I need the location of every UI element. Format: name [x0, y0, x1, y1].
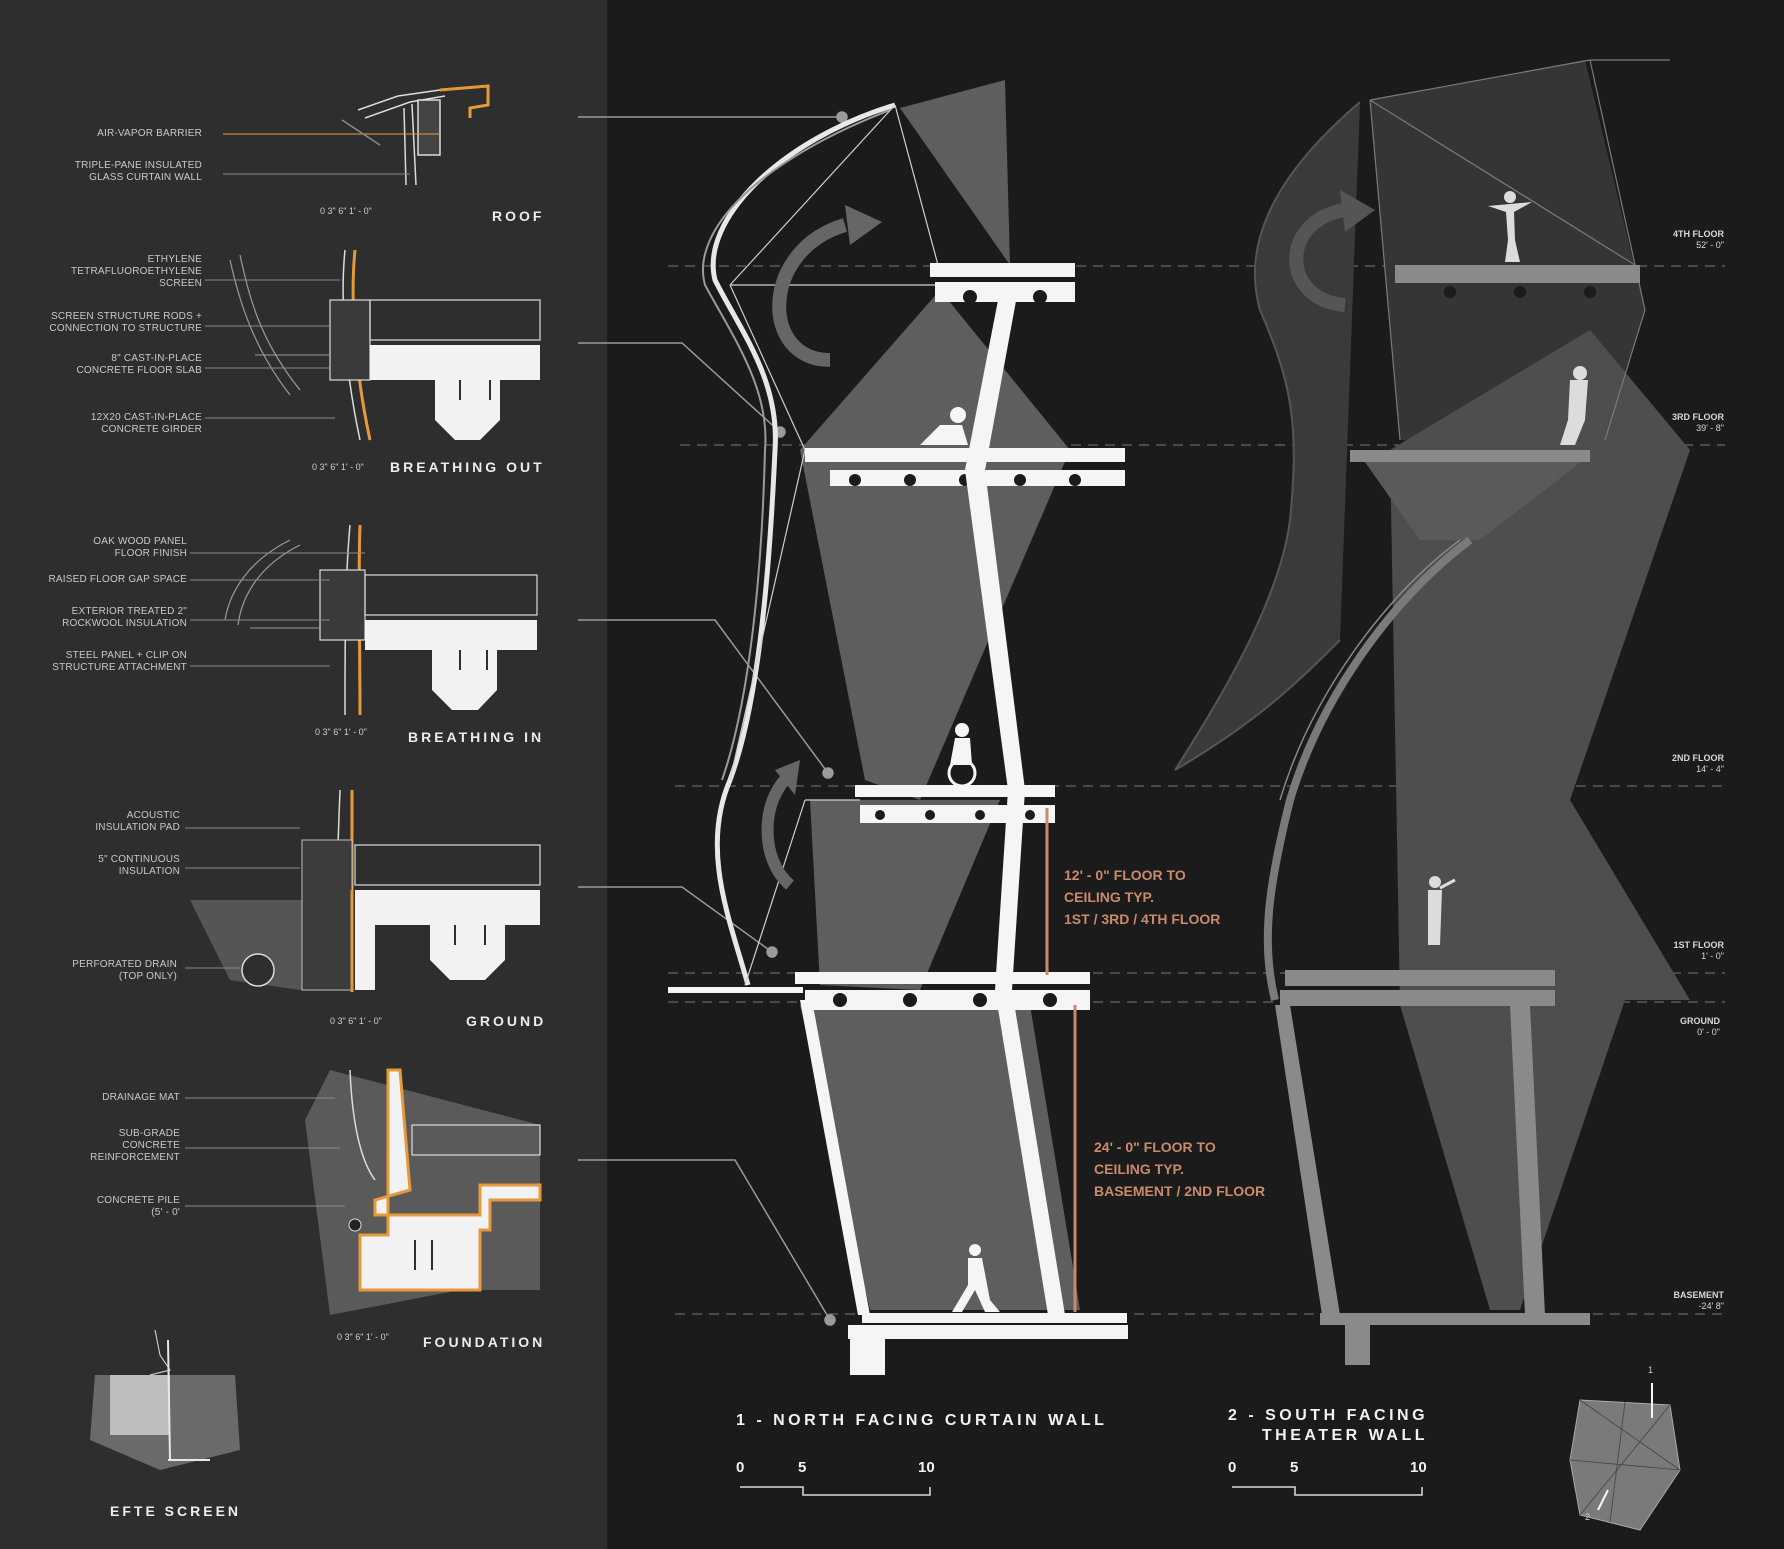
callout-air-vapor-barrier: AIR-VAPOR BARRIER — [97, 128, 202, 139]
floor-label-basement: BASEMENT-24' 8" — [1673, 1290, 1724, 1311]
callout-drainage-mat: DRAINAGE MAT — [102, 1092, 180, 1103]
foundation-detail — [185, 1068, 542, 1315]
keyplan-marker-1: 1 — [1648, 1365, 1654, 1375]
north-section-title: 1 - NORTH FACING CURTAIN WALL — [736, 1412, 1108, 1429]
breathing-in-title: BREATHING IN — [408, 729, 545, 745]
scale-bars — [740, 1486, 1423, 1496]
south-scale-10: 10 — [1410, 1459, 1427, 1476]
south-section — [1174, 59, 1690, 1365]
callout-continuous-insulation: 5" CONTINUOUS INSULATION — [98, 854, 180, 877]
breathing-out-title: BREATHING OUT — [390, 459, 545, 475]
ground-scale: 0 3" 6" 1' - 0" — [330, 1016, 382, 1026]
ground-detail — [185, 789, 541, 992]
callout-girder: 12X20 CAST-IN-PLACE CONCRETE GIRDER — [90, 412, 202, 435]
keyplan-marker-2: 2 — [1585, 1512, 1591, 1522]
breathing-in-detail — [190, 524, 538, 716]
north-scale-5: 5 — [798, 1459, 807, 1476]
leader-lines — [578, 111, 848, 1326]
callout-screen-rods: SCREEN STRUCTURE RODS + CONNECTION TO ST… — [49, 311, 202, 334]
efte-screen-title: EFTE SCREEN — [110, 1503, 242, 1519]
south-scale-0: 0 — [1228, 1459, 1237, 1476]
callout-steel-panel: STEEL PANEL + CLIP ON STRUCTURE ATTACHME… — [52, 650, 187, 673]
foundation-scale: 0 3" 6" 1' - 0" — [337, 1332, 389, 1342]
detail-panel — [0, 0, 607, 1549]
south-scale-5: 5 — [1290, 1459, 1299, 1476]
breathing-out-detail — [205, 249, 541, 441]
callout-oak-panel: OAK WOOD PANEL FLOOR FINISH — [93, 536, 187, 559]
callout-concrete-pile: CONCRETE PILE (5' - 0' — [96, 1195, 180, 1218]
callout-acoustic-pad: ACOUSTIC INSULATION PAD — [95, 810, 180, 833]
ground-title: GROUND — [466, 1013, 547, 1029]
roof-title: ROOF — [492, 208, 545, 224]
breathing-in-scale: 0 3" 6" 1' - 0" — [315, 727, 367, 737]
callout-triple-pane-glass: TRIPLE-PANE INSULATED GLASS CURTAIN WALL — [74, 160, 202, 183]
key-plan — [1569, 1383, 1681, 1531]
callout-floor-slab: 8" CAST-IN-PLACE CONCRETE FLOOR SLAB — [76, 353, 202, 376]
callout-raised-floor: RAISED FLOOR GAP SPACE — [48, 574, 187, 585]
callout-efte-screen: ETHYLENE TETRAFLUOROETHYLENE SCREEN — [70, 254, 202, 289]
foundation-title: FOUNDATION — [423, 1334, 546, 1350]
roof-detail — [223, 84, 490, 186]
callout-rockwool: EXTERIOR TREATED 2" ROCKWOOL INSULATION — [62, 606, 187, 629]
efte-screen-detail — [90, 1329, 240, 1470]
north-section — [668, 80, 1128, 1375]
roof-scale: 0 3" 6" 1' - 0" — [320, 206, 372, 216]
north-scale-10: 10 — [918, 1459, 935, 1476]
callout-perforated-drain: PERFORATED DRAIN (TOP ONLY) — [72, 959, 177, 982]
north-scale-0: 0 — [736, 1459, 745, 1476]
breathing-out-scale: 0 3" 6" 1' - 0" — [312, 462, 364, 472]
callout-sub-grade: SUB-GRADE CONCRETE REINFORCEMENT — [90, 1128, 180, 1163]
